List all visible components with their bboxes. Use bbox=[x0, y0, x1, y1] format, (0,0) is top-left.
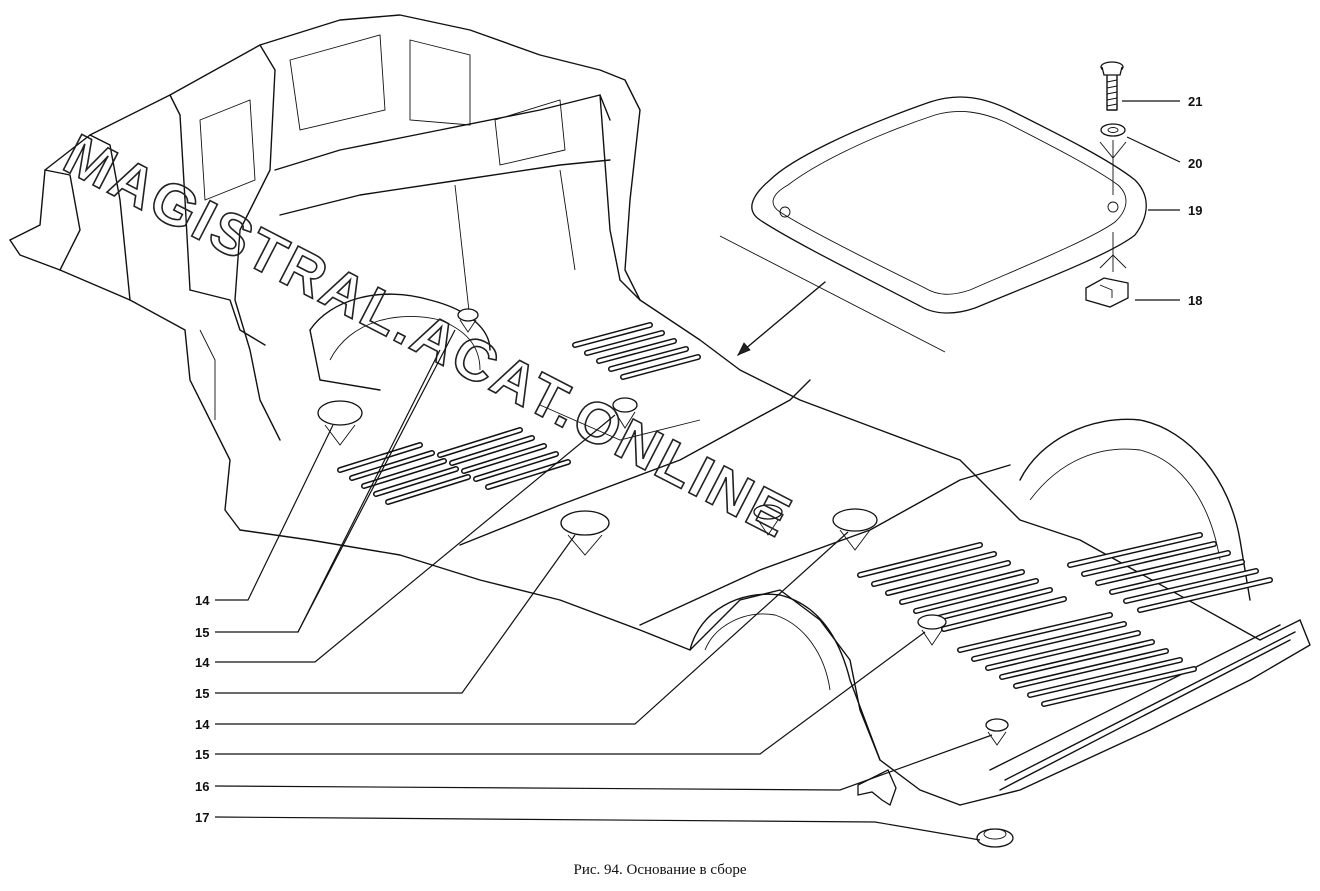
floor-rib bbox=[886, 561, 1010, 595]
floor-rib bbox=[958, 613, 1112, 652]
floor-rib bbox=[374, 467, 458, 496]
floor-rib bbox=[350, 451, 434, 480]
plug-large-1 bbox=[317, 400, 363, 426]
floor-rib bbox=[1028, 658, 1182, 697]
floor-rib bbox=[474, 452, 558, 481]
hatch-pointer bbox=[719, 235, 946, 356]
floor-rib bbox=[986, 631, 1140, 670]
floor-rib bbox=[914, 579, 1038, 613]
callout-21: 21 bbox=[1188, 94, 1202, 109]
callout-20: 20 bbox=[1188, 156, 1202, 171]
floor-rib bbox=[450, 436, 534, 465]
leader-lines bbox=[214, 100, 1181, 841]
floor-rib bbox=[1110, 560, 1244, 594]
callout-labels: 14 15 14 15 14 15 16 17 18 19 20 21 bbox=[195, 94, 1202, 825]
washer-20 bbox=[1100, 123, 1126, 137]
floor-rib bbox=[386, 475, 470, 504]
floor-rib bbox=[1042, 667, 1196, 706]
plug-small-3 bbox=[753, 504, 783, 520]
plug-17 bbox=[976, 828, 1014, 848]
floor-rib bbox=[362, 459, 446, 488]
floor-rib bbox=[1082, 542, 1216, 576]
callout-17: 17 bbox=[195, 810, 209, 825]
floor-rib bbox=[1096, 551, 1230, 585]
floor-rib bbox=[972, 622, 1126, 661]
floor-rib bbox=[928, 588, 1052, 622]
hatch-cover bbox=[751, 96, 1147, 314]
floor-rib bbox=[609, 347, 688, 371]
plug-large-3 bbox=[832, 508, 878, 532]
floor-rib bbox=[1014, 649, 1168, 688]
floor-rib bbox=[338, 443, 422, 472]
floor-rib bbox=[597, 339, 676, 363]
floor-rib bbox=[621, 355, 700, 379]
floor-rib bbox=[573, 323, 652, 347]
callout-19: 19 bbox=[1188, 203, 1202, 218]
callout-15-b: 15 bbox=[195, 686, 209, 701]
callout-14-c: 14 bbox=[195, 717, 210, 732]
hatch-fasteners bbox=[1085, 61, 1129, 308]
floor-plugs bbox=[317, 308, 1014, 848]
plug-small-4 bbox=[917, 614, 947, 630]
floor-rib bbox=[438, 428, 522, 457]
callout-14-a: 14 bbox=[195, 593, 210, 608]
plug-small-2 bbox=[612, 397, 638, 413]
body-front-section bbox=[9, 14, 641, 531]
bracket-16 bbox=[857, 769, 897, 806]
plug-small-1 bbox=[457, 308, 479, 322]
floor-rib bbox=[486, 460, 570, 489]
figure-caption: Рис. 94. Основание в сборе bbox=[573, 862, 746, 878]
clip-nut-18 bbox=[1085, 277, 1129, 308]
callout-18: 18 bbox=[1188, 293, 1202, 308]
floor-rib bbox=[942, 597, 1066, 631]
callout-15-a: 15 bbox=[195, 625, 209, 640]
callout-16: 16 bbox=[195, 779, 209, 794]
plug-small-5 bbox=[985, 718, 1009, 732]
floor-rib bbox=[858, 543, 982, 577]
floor-rib bbox=[1068, 533, 1202, 567]
floor-rib bbox=[462, 444, 546, 473]
callout-14-b: 14 bbox=[195, 655, 210, 670]
floor-ribs bbox=[337, 322, 1273, 707]
floor-rib bbox=[1124, 569, 1258, 603]
floor-rib bbox=[585, 331, 664, 355]
floor-rib bbox=[1138, 578, 1272, 612]
plug-large-2 bbox=[560, 510, 610, 536]
callout-15-c: 15 bbox=[195, 747, 209, 762]
floor-rib bbox=[900, 570, 1024, 604]
floor-rib bbox=[872, 552, 996, 586]
floor-rib bbox=[1000, 640, 1154, 679]
